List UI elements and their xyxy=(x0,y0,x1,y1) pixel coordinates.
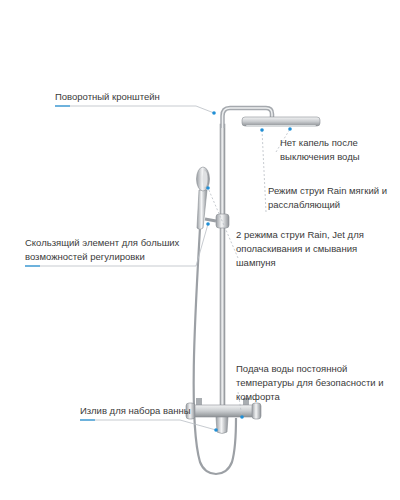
hose xyxy=(194,228,236,474)
leader-dot xyxy=(288,127,292,131)
accent-line xyxy=(55,105,70,106)
riser-pipe xyxy=(220,124,225,406)
thermostat-mixer xyxy=(188,405,258,417)
leader-dot xyxy=(240,415,244,419)
leader-line xyxy=(55,106,214,113)
mixer-knob xyxy=(252,403,261,419)
leader-line xyxy=(25,224,208,266)
leader-line xyxy=(80,420,216,430)
bath-spout xyxy=(216,417,228,434)
hand-shower-handle xyxy=(197,190,207,230)
callout-label: Поворотный кронштейн xyxy=(55,90,215,104)
leader-dot xyxy=(206,222,210,226)
head-shower-face xyxy=(246,125,316,127)
leader-dot xyxy=(214,428,218,432)
label-accents xyxy=(25,106,95,420)
callout-label: Подача воды постоянной температуры для б… xyxy=(236,362,396,404)
accent-line xyxy=(80,419,95,420)
leader-dot xyxy=(212,111,216,115)
leader-dot xyxy=(260,128,264,132)
hand-shower-face xyxy=(203,171,208,187)
callout-label: Излив для набора ванны xyxy=(80,404,210,418)
callout-label: Нет капель после выключения воды xyxy=(280,136,392,164)
callout-label: Режим струи Rain мягкий и расслабляющий xyxy=(268,184,396,212)
slider-clip xyxy=(205,219,216,221)
hand-shower-head xyxy=(197,167,210,191)
callout-label: Скользящий элемент для больших возможнос… xyxy=(25,236,195,264)
accent-line xyxy=(25,265,40,266)
callout-label: 2 режима струи Rain, Jet для ополаскиван… xyxy=(236,228,396,270)
leader-line xyxy=(262,130,266,212)
head-shower xyxy=(242,117,320,126)
leader-line xyxy=(208,188,238,258)
leader-dot xyxy=(206,186,210,190)
